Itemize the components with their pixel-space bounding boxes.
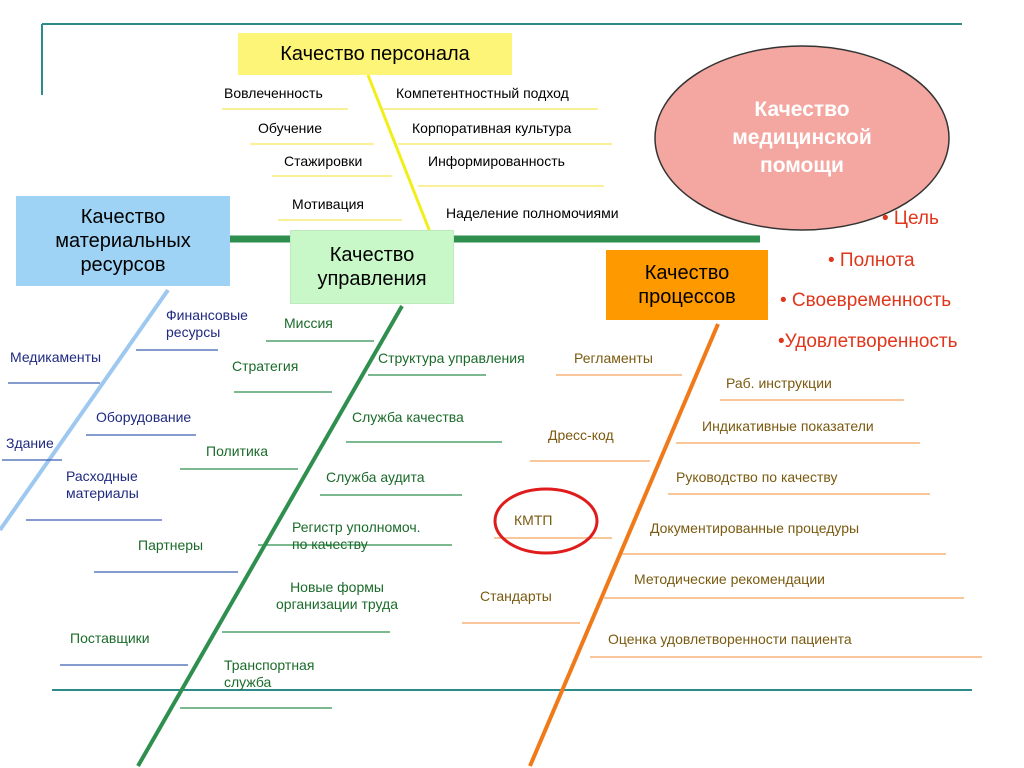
- factor-transport-line: служба: [224, 674, 272, 690]
- materials-underlines: [2, 349, 238, 666]
- factor-training: Обучение: [258, 120, 323, 136]
- factor-culture: Корпоративная культура: [412, 120, 572, 136]
- factor-empowerment: Наделение полномочиями: [446, 205, 619, 221]
- category-materials-line: материальных: [55, 230, 191, 252]
- materials-bone: [0, 288, 170, 532]
- factor-quality-service: Служба качества: [352, 409, 464, 425]
- factor-quality-manual: Руководство по качеству: [676, 469, 838, 485]
- category-personnel: Качество персонала: [238, 33, 512, 75]
- factor-satisfaction: Оценка удовлетворенности пациента: [608, 631, 852, 647]
- factor-instructions: Раб. инструкции: [726, 375, 832, 391]
- head-ellipse: [654, 45, 950, 231]
- goal-item: • Полнота: [828, 250, 915, 271]
- category-materials-line: ресурсов: [80, 254, 166, 276]
- factor-finance-line: ресурсы: [166, 324, 221, 340]
- goal-item: • Цель: [882, 208, 939, 229]
- factor-consumables-line: материалы: [66, 485, 139, 501]
- factor-register-line: по качеству: [292, 536, 368, 552]
- factor-new-forms: Новые формы организации труда: [262, 579, 412, 613]
- factor-recommendations: Методические рекомендации: [634, 571, 825, 587]
- goal-item: • Своевременность: [780, 290, 952, 311]
- category-management: Качество управления: [290, 230, 454, 304]
- factor-new-forms-line: организации труда: [276, 596, 398, 612]
- factor-dress-code: Дресс-код: [548, 427, 614, 443]
- factor-standards: Стандарты: [480, 588, 552, 604]
- category-personnel-title: Качество персонала: [280, 43, 470, 65]
- factor-register-line: Регистр уполномоч.: [292, 519, 421, 535]
- factor-internships: Стажировки: [284, 153, 363, 169]
- category-materials: Качество материальных ресурсов: [16, 196, 230, 286]
- category-processes: Качество процессов: [606, 250, 768, 320]
- factor-building: Здание: [6, 435, 54, 451]
- personnel-bone: [366, 74, 432, 233]
- factor-finance-line: Финансовые: [166, 307, 248, 323]
- factor-mission: Миссия: [284, 315, 333, 331]
- factor-competence: Компетентностный подход: [396, 85, 569, 101]
- factor-equipment: Оборудование: [96, 409, 192, 425]
- factor-transport-line: Транспортная: [224, 657, 315, 673]
- factor-indicators: Индикативные показатели: [702, 418, 874, 434]
- factor-involvement: Вовлеченность: [224, 85, 323, 101]
- factor-transport: Транспортная служба: [224, 657, 314, 691]
- factor-finance: Финансовые ресурсы: [166, 307, 248, 341]
- category-processes-line: Качество: [644, 262, 730, 284]
- category-management-line: Качество: [329, 244, 415, 266]
- management-bone: [136, 305, 404, 767]
- factor-kmtp: КМТП: [514, 512, 553, 528]
- personnel-underlines: [222, 108, 612, 221]
- category-management-line: управления: [317, 268, 427, 290]
- factor-register: Регистр уполномоч. по качеству: [292, 519, 421, 553]
- factor-medicines: Медикаменты: [10, 349, 102, 365]
- factor-policy: Политика: [206, 443, 268, 459]
- head-line-3: помощи: [760, 154, 844, 177]
- factor-audit-service: Служба аудита: [326, 469, 425, 485]
- process-underlines: [462, 374, 982, 658]
- process-bone: [528, 323, 720, 767]
- factor-new-forms-line: Новые формы: [290, 579, 384, 595]
- factor-consumables: Расходные материалы: [66, 468, 139, 502]
- factor-structure: Структура управления: [378, 350, 525, 366]
- factor-partners: Партнеры: [138, 537, 204, 553]
- factor-consumables-line: Расходные: [66, 468, 138, 484]
- factor-regulations: Регламенты: [574, 350, 653, 366]
- factor-strategy: Стратегия: [232, 358, 299, 374]
- goal-item: •Удовлетворенность: [778, 331, 958, 352]
- category-materials-line: Качество: [80, 206, 166, 228]
- head-title: Качество медицинской помощи: [680, 90, 924, 186]
- head-line-2: медицинской: [732, 126, 872, 149]
- category-processes-line: процессов: [638, 286, 736, 308]
- management-underlines: [180, 340, 502, 709]
- factor-procedures: Документированные процедуры: [650, 520, 860, 536]
- head-line-1: Качество: [754, 98, 850, 121]
- factor-motivation: Мотивация: [292, 196, 365, 212]
- factor-suppliers: Поставщики: [70, 630, 150, 646]
- factor-awareness: Информированность: [428, 153, 565, 169]
- kmtp-highlight-circle: [493, 487, 599, 555]
